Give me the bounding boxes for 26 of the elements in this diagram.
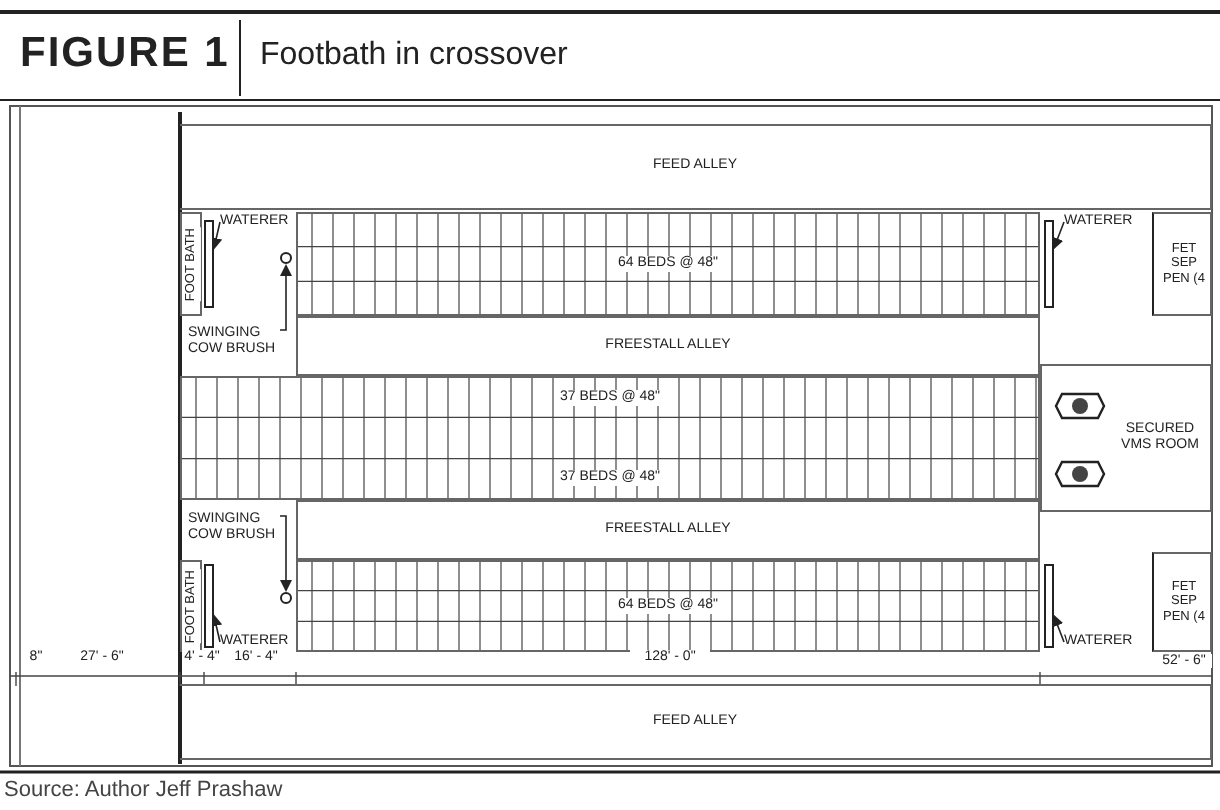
pen-area — [1152, 212, 1212, 316]
waterer-symbol — [204, 220, 214, 308]
floor-area — [296, 212, 1040, 316]
figure-title: Footbath in crossover — [260, 38, 568, 74]
leader-line — [1052, 614, 1065, 643]
floor-area — [296, 560, 1040, 652]
floor-area — [180, 684, 1212, 760]
leader-line — [1052, 221, 1065, 250]
leader-line — [210, 221, 223, 250]
leader-line — [210, 614, 223, 643]
leader-line — [279, 515, 292, 592]
footbath-area — [180, 212, 202, 316]
pen-area — [1152, 552, 1212, 652]
source-note: Source: Author Jeff Prashaw — [4, 778, 283, 802]
floor-area — [180, 124, 1212, 210]
cow-brush-symbol — [280, 592, 292, 604]
footbath-area — [180, 560, 202, 652]
figure-number: FIGURE 1 — [20, 30, 230, 78]
waterer-symbol — [204, 564, 214, 648]
waterer-symbol — [1044, 564, 1054, 648]
leader-line — [279, 264, 292, 331]
floor-area — [296, 316, 1040, 376]
floor-area — [296, 500, 1040, 560]
waterer-symbol — [1044, 220, 1054, 308]
room-area — [1040, 364, 1212, 512]
cow-brush-symbol — [280, 252, 292, 264]
